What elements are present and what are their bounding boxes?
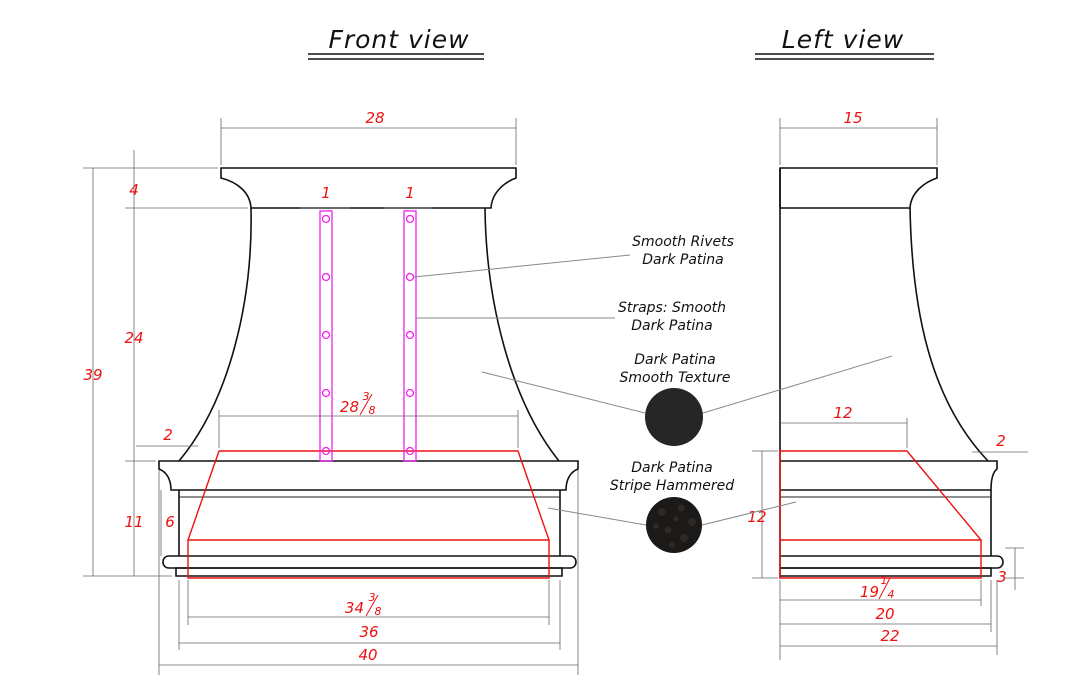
rivet	[405, 272, 415, 282]
straps-label-line1: Straps: Smooth	[618, 300, 726, 316]
dim-top-width: 28	[365, 109, 384, 127]
left-bottom-band	[780, 555, 1004, 569]
dim-body-height: 24	[124, 329, 143, 347]
rivet	[405, 388, 415, 398]
left-bottom-lip	[780, 567, 992, 577]
dim-left-base-height: 12	[747, 508, 766, 526]
left-body-curve	[909, 207, 989, 462]
rivet	[321, 330, 331, 340]
dim-mid-width-den: 8	[369, 404, 376, 417]
dim-band-height: 6	[165, 513, 175, 531]
dim-mid-width-whole: 28	[340, 398, 359, 416]
dim-base-inner-whole: 34	[345, 599, 364, 617]
rivet	[405, 214, 415, 224]
front-view	[158, 167, 579, 579]
front-inner-insert-outline	[187, 450, 550, 579]
front-bottom-band	[162, 555, 577, 569]
front-top-band	[220, 167, 517, 209]
dim-left-depth-a-den: 4	[888, 588, 895, 601]
rivet	[321, 446, 331, 456]
rivet	[321, 272, 331, 282]
dim-base-inner-den: 8	[375, 605, 382, 618]
front-view-title: Front view	[328, 25, 469, 54]
front-body-left-curve	[178, 207, 252, 462]
front-dimensions: 28 1 1 4 24 39 11 6 2 28 3 8 34 3	[83, 109, 579, 675]
rivets-label-line2: Dark Patina	[642, 252, 724, 268]
dim-strap-width-2: 1	[405, 184, 415, 202]
dim-left-depth-b: 20	[875, 605, 894, 623]
left-top-band	[779, 167, 938, 209]
hammered-label-line1: Dark Patina	[631, 460, 713, 476]
rivet	[321, 388, 331, 398]
straps-label-line2: Dark Patina	[631, 318, 713, 334]
left-view	[779, 167, 1004, 579]
front-crown-molding	[158, 460, 579, 491]
dim-overhang: 2	[163, 426, 173, 444]
front-bottom-lip	[175, 567, 563, 577]
rivet	[321, 214, 331, 224]
rivets	[321, 214, 415, 456]
smooth-label-line2: Smooth Texture	[620, 370, 731, 386]
dim-left-depth-c: 22	[880, 627, 899, 645]
dim-left-mid-depth: 12	[833, 404, 852, 422]
dim-overall-width: 40	[358, 646, 377, 664]
rivets-label-line1: Smooth Rivets	[632, 234, 734, 250]
dim-base-width: 36	[359, 623, 378, 641]
rivets-leader	[413, 254, 631, 278]
left-dimensions: 15 12 2 12 3 19 1 4 20 22	[747, 109, 1028, 660]
callouts: Smooth Rivets Dark Patina Straps: Smooth…	[413, 234, 893, 553]
strap-left	[319, 210, 333, 462]
smooth-texture-swatch	[645, 388, 703, 446]
hammered-label-line2: Stripe Hammered	[610, 478, 734, 494]
left-crown-molding	[780, 460, 998, 491]
smooth-label-line1: Dark Patina	[634, 352, 716, 368]
left-view-title: Left view	[782, 25, 904, 54]
dim-left-top-depth: 15	[843, 109, 862, 127]
hammered-leader-left	[701, 501, 797, 526]
rivet	[405, 330, 415, 340]
dim-base-height: 11	[124, 513, 143, 531]
dim-left-depth-a-num: 1	[881, 574, 888, 587]
left-inner-insert-outline	[779, 450, 982, 579]
dim-left-band-height: 3	[997, 568, 1007, 586]
front-body-right-curve	[484, 207, 560, 462]
hammered-leader-front	[547, 507, 647, 526]
dim-mid-width-num: 3	[363, 390, 370, 403]
dim-left-overhang: 2	[996, 432, 1006, 450]
dim-base-inner-num: 3	[369, 591, 376, 604]
smooth-leader-front	[481, 371, 646, 414]
rivet	[405, 446, 415, 456]
smooth-leader-left	[702, 355, 893, 414]
dim-top-band-height: 4	[129, 181, 139, 199]
hammered-texture-pattern	[653, 504, 696, 548]
dim-strap-width-1: 1	[321, 184, 331, 202]
dim-left-depth-a-whole: 19	[860, 583, 879, 601]
strap-right	[403, 210, 417, 462]
dim-total-height: 39	[83, 366, 102, 384]
